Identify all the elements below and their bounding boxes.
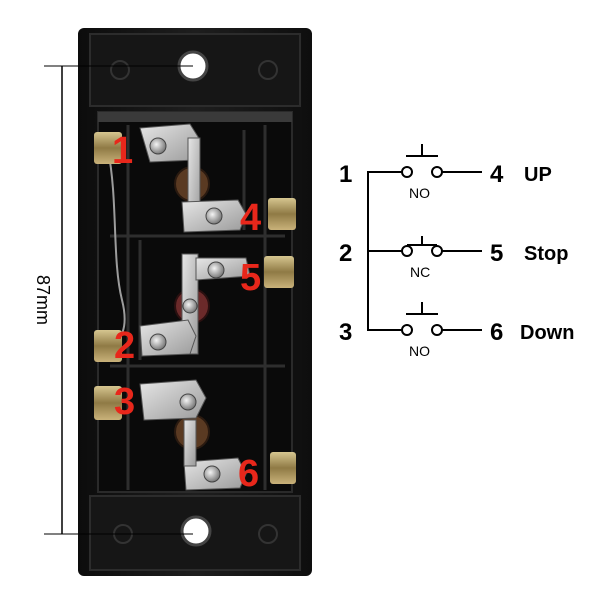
- schematic-row-up: 1 NO 4 UP: [339, 144, 552, 201]
- top-left-boss: [110, 60, 130, 80]
- row-up-type: NO: [409, 185, 430, 201]
- terminal-6: [183, 419, 296, 491]
- row-stop-right-number: 5: [490, 240, 503, 267]
- no-contact-right-icon: [431, 324, 443, 336]
- row-up-right-number: 4: [490, 161, 504, 188]
- no-contact-left-icon: [401, 166, 413, 178]
- terminal-labels: 1 4 5 2 3 6: [112, 130, 261, 495]
- dimension-indicator: 87mm: [33, 65, 193, 535]
- terminal-label-2: 2: [114, 325, 135, 367]
- terminal-label-5: 5: [240, 257, 261, 299]
- internal-ribs: [110, 125, 285, 490]
- row-up-name: UP: [524, 164, 552, 186]
- wiring-schematic: 1 NO 4 UP 2 NC 5 Stop 3: [339, 144, 574, 359]
- terminal-3: [94, 379, 207, 421]
- no-contact-right-icon: [431, 166, 443, 178]
- row-up-left-number: 1: [339, 161, 352, 188]
- terminal-label-3: 3: [114, 381, 135, 423]
- terminal-label-1: 1: [112, 130, 133, 172]
- top-rim: [98, 112, 292, 122]
- terminal-4: [181, 198, 296, 233]
- row-down-name: Down: [520, 322, 574, 344]
- nc-contact-left-icon: [401, 245, 413, 257]
- terminal-2: [94, 319, 197, 362]
- switch-housing: 1 4 5 2 3 6: [78, 28, 312, 576]
- row-down-type: NO: [409, 343, 430, 359]
- schematic-row-stop: 2 NC 5 Stop: [339, 236, 568, 280]
- bottom-mount-hole: [180, 515, 212, 547]
- schematic-row-down: 3 NO 6 Down: [339, 302, 574, 359]
- terminal-label-6: 6: [238, 453, 259, 495]
- row-stop-type: NC: [410, 264, 430, 280]
- top-right-boss: [258, 60, 278, 80]
- row-stop-left-number: 2: [339, 240, 352, 267]
- terminal-label-4: 4: [240, 197, 261, 239]
- row-stop-name: Stop: [524, 243, 568, 265]
- row-down-right-number: 6: [490, 319, 503, 346]
- dimension-label: 87mm: [33, 275, 53, 325]
- bottom-right-boss: [258, 524, 278, 544]
- nc-contact-right-icon: [431, 245, 443, 257]
- no-contact-left-icon: [401, 324, 413, 336]
- row-down-left-number: 3: [339, 319, 352, 346]
